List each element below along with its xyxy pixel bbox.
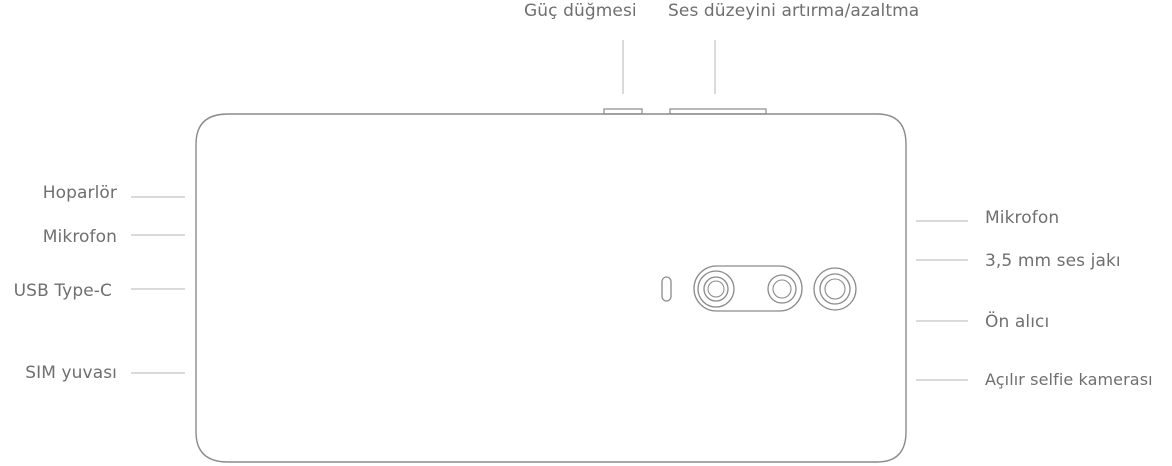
volume-buttons [669, 108, 767, 115]
microphone-left-label: Mikrofon [42, 227, 117, 247]
usb-type-c-label: USB Type-C [13, 281, 112, 301]
earpiece-label: Ön alıcı [985, 312, 1050, 332]
headphone-jack-label: 3,5 mm ses jakı [985, 251, 1121, 271]
power-button [603, 108, 643, 115]
flash [661, 276, 672, 302]
sim-tray-label: SIM yuvası [25, 363, 117, 383]
secondary-camera-lens [767, 274, 797, 304]
dual-camera-module [693, 265, 803, 312]
power-button-label: Güç düğmesi [524, 1, 637, 21]
speaker-label: Hoparlör [42, 183, 117, 203]
microphone-right-label: Mikrofon [985, 208, 1060, 228]
third-camera-lens [813, 267, 857, 311]
main-camera-lens [697, 270, 735, 308]
popup-selfie-camera-label: Açılır selfie kamerası [985, 370, 1153, 389]
volume-buttons-label: Ses düzeyini artırma/azaltma [668, 1, 920, 21]
phone-body-outline [195, 113, 907, 463]
